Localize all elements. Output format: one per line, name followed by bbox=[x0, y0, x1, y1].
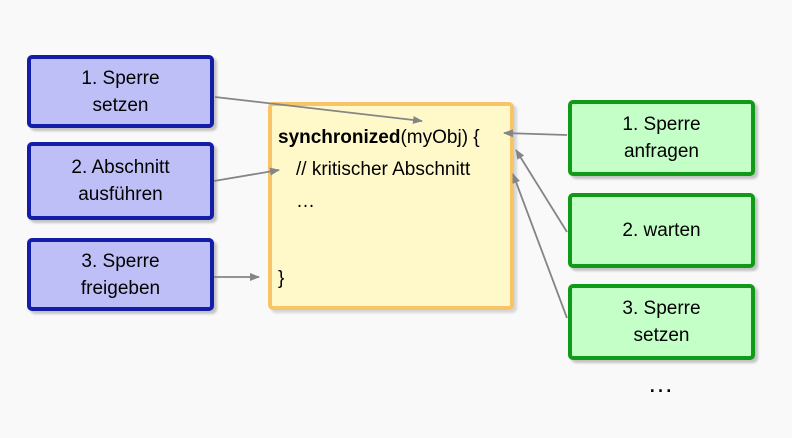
code-signature-rest: (myObj) { bbox=[400, 127, 480, 148]
left-step-1-line1: 1. Sperre bbox=[81, 67, 160, 89]
right-step-3-box: 3. Sperre setzen bbox=[568, 284, 755, 360]
code-box: synchronized(myObj) { // kritischer Absc… bbox=[268, 102, 514, 310]
code-line-ellipsis: … bbox=[296, 191, 315, 212]
code-line-synchronized: synchronized(myObj) { bbox=[278, 122, 506, 154]
code-line-closing-brace: } bbox=[278, 268, 285, 289]
left-step-2-line2: ausführen bbox=[78, 184, 163, 205]
left-step-2-box: 2. Abschnitt ausführen bbox=[27, 142, 214, 220]
left-step-2-line1: 2. Abschnitt bbox=[71, 157, 170, 178]
right-step-3-line1: 3. Sperre bbox=[622, 298, 701, 319]
arrow-warten-to-code bbox=[515, 149, 568, 233]
code-keyword: synchronized bbox=[278, 127, 401, 148]
code-line-comment: // kritischer Abschnitt bbox=[296, 159, 471, 180]
left-step-1-line2: setzen bbox=[92, 94, 149, 116]
right-step-3-line2: setzen bbox=[633, 325, 690, 346]
left-step-3-line2: freigeben bbox=[80, 277, 161, 299]
right-step-1-box: 1. Sperre anfragen bbox=[568, 100, 755, 176]
arrow-sperre-setzen-right-to-code bbox=[512, 173, 568, 319]
left-step-3-box: 3. Sperre freigeben bbox=[27, 238, 214, 311]
more-steps-ellipsis: … bbox=[647, 368, 676, 398]
left-step-3-line1: 3. Sperre bbox=[81, 250, 160, 272]
right-step-1-line2: anfragen bbox=[623, 141, 699, 162]
right-step-2-box: 2. warten bbox=[568, 193, 755, 268]
right-step-1-line1: 1. Sperre bbox=[622, 114, 701, 135]
right-step-2-line1: 2. warten bbox=[622, 220, 701, 241]
left-step-1-box: 1. Sperre setzen bbox=[27, 55, 214, 128]
